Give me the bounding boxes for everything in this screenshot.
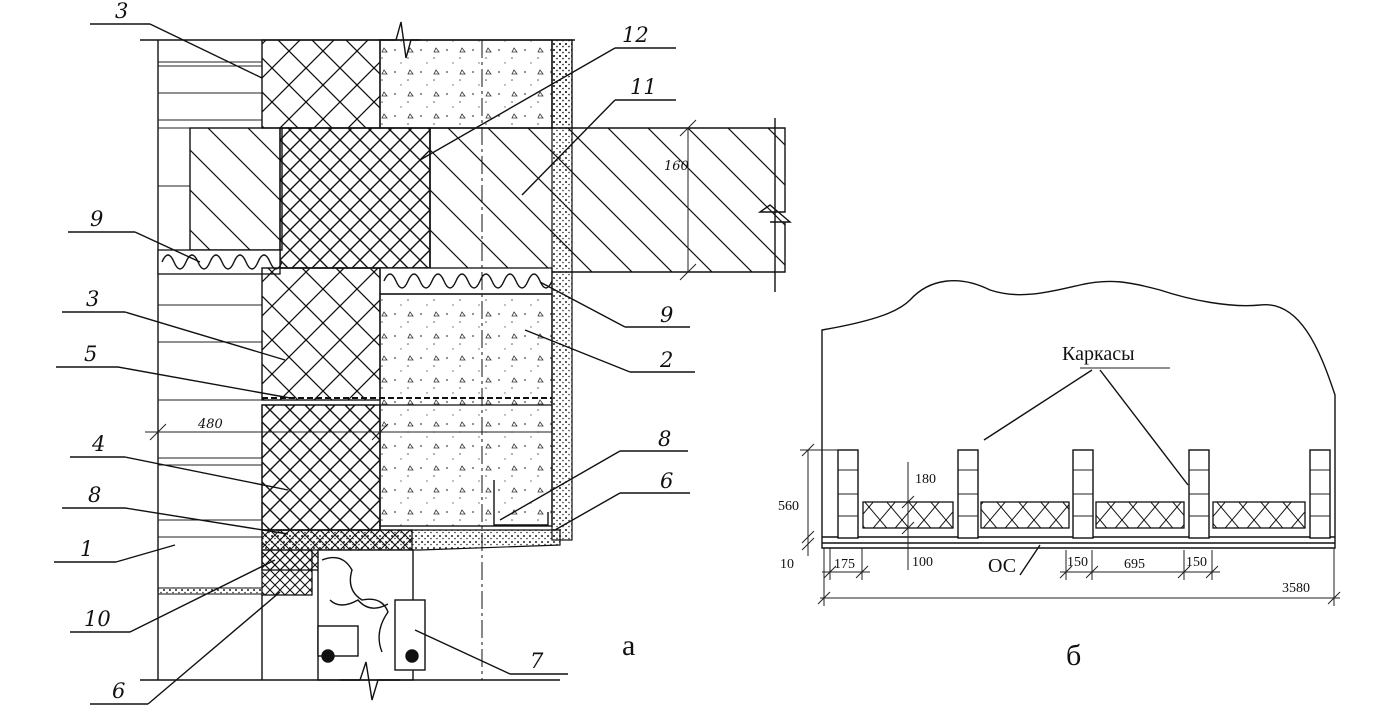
callout-3-mid: 3: [86, 287, 99, 311]
height-180: 180: [915, 472, 936, 487]
width-175: 175: [834, 557, 855, 572]
insulation-block-2: [980, 501, 1070, 529]
insulation-block-3: [1095, 501, 1185, 529]
height-10: 10: [780, 557, 794, 572]
callout-8-right: 8: [658, 427, 671, 451]
callout-10: 10: [84, 607, 111, 631]
figure-b-plan: Каркасы 560 10 180 100 175 150 695 150: [778, 280, 1341, 672]
frame-5: [1309, 449, 1331, 539]
wall-dimension: 480: [197, 417, 223, 432]
frame-4: [1188, 449, 1210, 539]
width-695: 695: [1124, 557, 1145, 572]
figure-a-section: 160: [54, 0, 792, 705]
callout-3-top: 3: [115, 0, 128, 23]
callout-11: 11: [630, 75, 657, 99]
callout-9-right: 9: [660, 303, 673, 327]
callout-6-bottom: 6: [112, 679, 125, 703]
frame-1: [837, 449, 859, 539]
frames-caption: Каркасы: [1062, 343, 1135, 365]
os-label: ОС: [988, 555, 1016, 577]
height-560: 560: [778, 499, 799, 514]
insulation-block-4: [1212, 501, 1306, 529]
callout-5: 5: [84, 342, 97, 366]
total-width: 3580: [1282, 581, 1310, 596]
frame-2: [957, 449, 979, 539]
callout-1: 1: [80, 537, 93, 561]
callout-8-left: 8: [88, 483, 101, 507]
callout-9-left: 9: [90, 207, 103, 231]
width-150-b: 150: [1186, 555, 1207, 570]
figure-a-label: а: [622, 629, 635, 662]
figure-b-label: б: [1066, 639, 1081, 672]
callout-7: 7: [530, 649, 544, 673]
width-150-a: 150: [1067, 555, 1088, 570]
width-100: 100: [912, 555, 933, 570]
slab-dimension: 160: [664, 159, 689, 174]
callout-4: 4: [91, 432, 105, 456]
frame-3: [1072, 449, 1094, 539]
callout-2: 2: [659, 348, 673, 372]
callout-12: 12: [622, 23, 649, 47]
callout-6-right: 6: [660, 469, 673, 493]
